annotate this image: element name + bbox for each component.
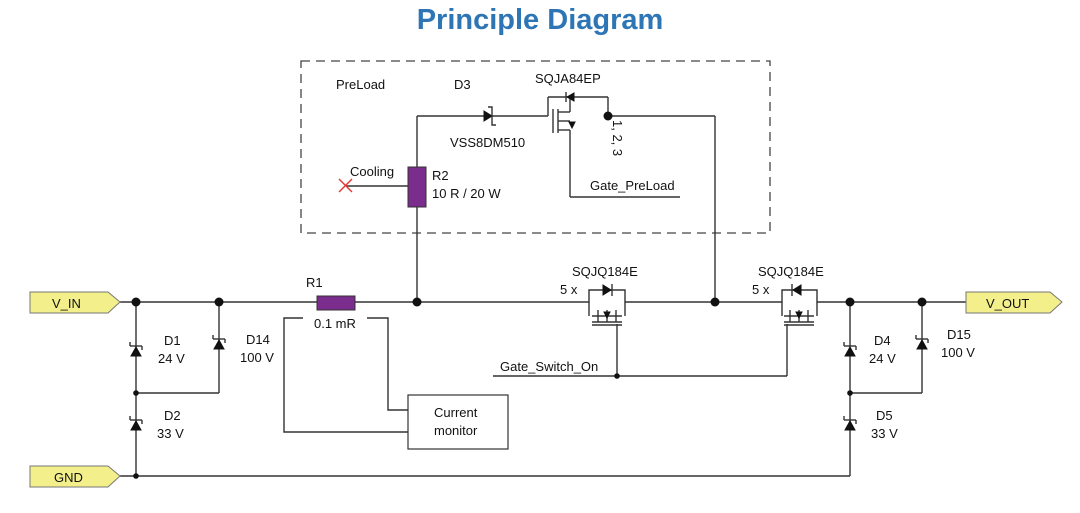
d5-diode	[843, 416, 857, 431]
wires	[120, 96, 966, 477]
switch-right-count-label: 5 x	[752, 282, 770, 297]
preload-box	[300, 60, 771, 234]
d14-diode	[212, 335, 226, 350]
current-monitor-box	[407, 394, 509, 450]
d14-voltage-label: 100 V	[240, 350, 274, 365]
gnd-port	[29, 465, 121, 488]
gate-preload-label: Gate_PreLoad	[590, 178, 675, 193]
r2-value-label: 10 R / 20 W	[432, 186, 501, 201]
d4-diode	[843, 342, 857, 357]
d2-diode	[129, 416, 143, 431]
gate-switch-on-label: Gate_Switch_On	[500, 359, 598, 374]
junction-dots	[131, 111, 927, 479]
diagram-title: Principle Diagram	[416, 4, 664, 36]
r1-value-label: 0.1 mR	[314, 316, 356, 331]
d1-label: D1	[164, 333, 181, 348]
d3-part-label: VSS8DM510	[450, 135, 525, 150]
cooling-label: Cooling	[350, 164, 394, 179]
d15-voltage-label: 100 V	[941, 345, 975, 360]
current-monitor-line2: monitor	[434, 423, 478, 438]
switch-left-count-label: 5 x	[560, 282, 578, 297]
preload-mosfet-label: SQJA84EP	[535, 71, 601, 86]
r1-label: R1	[306, 275, 323, 290]
d2-label: D2	[164, 408, 181, 423]
d3-diode	[483, 106, 496, 126]
vout-port	[965, 291, 1063, 314]
vin-label: V_IN	[52, 296, 81, 311]
r2-label: R2	[432, 168, 449, 183]
r1-resistor	[316, 295, 356, 311]
preload-mosfet	[552, 92, 576, 133]
current-monitor-line1: Current	[434, 405, 478, 420]
d5-label: D5	[876, 408, 893, 423]
d2-voltage-label: 33 V	[157, 426, 184, 441]
vin-port	[29, 291, 121, 314]
switch-left-part-label: SQJQ184E	[572, 264, 638, 279]
r2-resistor	[407, 166, 427, 208]
d4-voltage-label: 24 V	[869, 351, 896, 366]
preload-label: PreLoad	[336, 77, 385, 92]
gnd-label: GND	[54, 470, 83, 485]
switch-mosfet-right	[778, 284, 822, 326]
d15-label: D15	[947, 327, 971, 342]
switch-right-part-label: SQJQ184E	[758, 264, 824, 279]
d4-label: D4	[874, 333, 891, 348]
d3-label: D3	[454, 77, 471, 92]
d1-diode	[129, 342, 143, 357]
cooling-x-icon	[338, 178, 353, 193]
d1-voltage-label: 24 V	[158, 351, 185, 366]
preload-pins-label: 1, 2, 3	[610, 120, 625, 156]
d14-label: D14	[246, 332, 270, 347]
d5-voltage-label: 33 V	[871, 426, 898, 441]
vout-label: V_OUT	[986, 296, 1029, 311]
switch-mosfet-left	[583, 284, 630, 326]
d15-diode	[915, 335, 929, 350]
